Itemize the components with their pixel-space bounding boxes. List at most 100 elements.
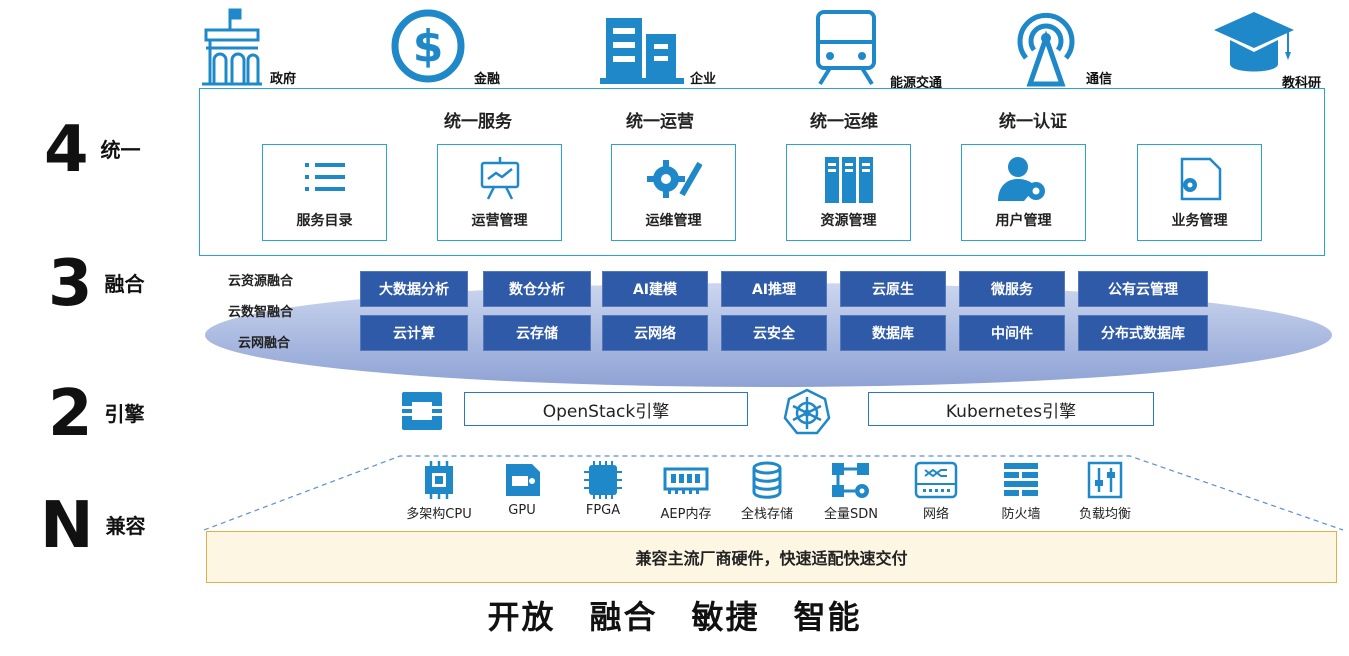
fusion-tile[interactable]: 中间件 bbox=[959, 315, 1065, 351]
fusion-tile[interactable]: 云存储 bbox=[483, 315, 591, 351]
gpu-card-icon bbox=[506, 464, 540, 496]
fusion-tile[interactable]: 云计算 bbox=[360, 315, 468, 351]
level-text: 统一 bbox=[100, 138, 141, 162]
hardware-firewall: 防火墙 bbox=[980, 460, 1062, 522]
unify-panel: 统一服务 统一运营 统一运维 统一认证 服务目录 运营管理 运维管 bbox=[199, 88, 1325, 256]
hardware-label: 多架构CPU bbox=[406, 507, 472, 522]
fusion-tile[interactable]: 公有云管理 bbox=[1078, 271, 1208, 307]
office-buildings-icon bbox=[600, 18, 684, 84]
hardware-label: 全量SDN bbox=[824, 507, 878, 522]
industry-label: 通信 bbox=[1086, 72, 1113, 87]
industry-education-research: 教科研 bbox=[1214, 6, 1321, 91]
train-icon bbox=[816, 10, 876, 86]
hardware-label: 全栈存储 bbox=[740, 507, 793, 522]
industry-enterprise: 企业 bbox=[600, 6, 716, 90]
load-balance-sliders-icon bbox=[1087, 461, 1123, 499]
hardware-gpu: GPU bbox=[481, 460, 563, 518]
fusion-label: 云网融合 bbox=[238, 336, 291, 351]
user-gear-icon bbox=[997, 157, 1045, 201]
list-icon bbox=[304, 163, 345, 191]
level-number: 3 bbox=[48, 247, 93, 321]
fusion-label: 云资源融合 bbox=[228, 274, 294, 289]
module-card-operations[interactable]: 运营管理 bbox=[437, 144, 562, 241]
module-card-resources[interactable]: 资源管理 bbox=[786, 144, 911, 241]
sdn-network-icon bbox=[832, 463, 869, 498]
hardware-storage: 全栈存储 bbox=[726, 460, 808, 522]
gear-wrench-icon bbox=[646, 160, 702, 198]
industry-label: 金融 bbox=[474, 72, 501, 87]
government-building-icon bbox=[202, 8, 262, 86]
level-number: 2 bbox=[48, 377, 93, 451]
hardware-fpga: FPGA bbox=[562, 460, 644, 518]
fpga-chip-icon bbox=[584, 461, 622, 499]
cpu-chip-icon bbox=[425, 461, 453, 499]
hardware-label: FPGA bbox=[585, 503, 621, 518]
fusion-tile[interactable]: 分布式数据库 bbox=[1078, 315, 1208, 351]
memory-module-icon bbox=[663, 467, 709, 494]
signal-tower-icon bbox=[1017, 12, 1075, 87]
graduation-cap-icon bbox=[1214, 12, 1294, 72]
fusion-tile[interactable]: 大数据分析 bbox=[360, 271, 468, 307]
industry-finance: $ 金融 bbox=[390, 6, 500, 90]
fusion-tile[interactable]: 云网络 bbox=[602, 315, 708, 351]
fusion-tile[interactable]: AI建模 bbox=[602, 271, 708, 307]
hardware-load-balancer: 负载均衡 bbox=[1064, 460, 1146, 522]
binders-icon bbox=[824, 157, 873, 203]
hardware-label: 网络 bbox=[922, 507, 949, 522]
slogan: 开放 融合 敏捷 智能 bbox=[487, 598, 862, 636]
unify-title: 统一运维 bbox=[810, 112, 878, 132]
level-text: 融合 bbox=[104, 272, 145, 296]
industry-telecom: 通信 bbox=[1008, 6, 1112, 90]
module-card-business[interactable]: 业务管理 bbox=[1137, 144, 1262, 241]
level-text: 兼容 bbox=[105, 514, 146, 538]
fusion-tile[interactable]: 数仓分析 bbox=[483, 271, 591, 307]
unify-title: 统一认证 bbox=[999, 112, 1067, 132]
module-label: 运维管理 bbox=[645, 213, 702, 229]
module-card-maintenance[interactable]: 运维管理 bbox=[611, 144, 736, 241]
svg-text:$: $ bbox=[413, 21, 444, 72]
industry-government: 政府 bbox=[200, 6, 296, 90]
unify-title: 统一服务 bbox=[444, 112, 512, 132]
level-number: 4 bbox=[44, 113, 89, 187]
firewall-icon bbox=[1004, 463, 1038, 496]
module-label: 用户管理 bbox=[995, 213, 1052, 229]
kubernetes-engine[interactable]: Kubernetes引擎 bbox=[868, 392, 1154, 426]
presentation-chart-icon bbox=[480, 157, 519, 200]
storage-database-icon bbox=[752, 461, 782, 499]
dollar-coin-icon: $ bbox=[391, 9, 465, 83]
module-label: 服务目录 bbox=[296, 213, 353, 229]
module-label: 资源管理 bbox=[820, 213, 877, 229]
industry-label: 教科研 bbox=[1282, 76, 1322, 91]
hardware-label: 防火墙 bbox=[1001, 507, 1041, 522]
module-card-users[interactable]: 用户管理 bbox=[961, 144, 1086, 241]
industry-label: 能源交通 bbox=[890, 76, 943, 91]
hardware-label: GPU bbox=[508, 503, 536, 518]
fusion-label: 云数智融合 bbox=[228, 305, 294, 320]
hardware-network: 网络 bbox=[895, 460, 977, 522]
fusion-tile[interactable]: 数据库 bbox=[840, 315, 946, 351]
fusion-tile[interactable]: 云安全 bbox=[721, 315, 827, 351]
level-number: N bbox=[40, 489, 94, 563]
kubernetes-icon bbox=[783, 388, 831, 435]
openstack-icon bbox=[402, 392, 442, 430]
industry-label: 企业 bbox=[690, 72, 717, 87]
unify-title: 统一运营 bbox=[626, 112, 694, 132]
level-text: 引擎 bbox=[104, 402, 145, 426]
fusion-tile[interactable]: AI推理 bbox=[721, 271, 827, 307]
hardware-label: AEP内存 bbox=[660, 507, 712, 522]
network-switch-icon bbox=[914, 461, 958, 499]
openstack-engine[interactable]: OpenStack引擎 bbox=[464, 392, 748, 426]
industry-label: 政府 bbox=[270, 72, 297, 87]
module-label: 运营管理 bbox=[471, 213, 528, 229]
module-card-service-catalog[interactable]: 服务目录 bbox=[262, 144, 387, 241]
hardware-memory: AEP内存 bbox=[645, 460, 727, 522]
fusion-tile[interactable]: 微服务 bbox=[959, 271, 1065, 307]
document-gear-icon bbox=[1180, 157, 1221, 201]
industry-energy-transport: 能源交通 bbox=[812, 6, 942, 91]
hardware-label: 负载均衡 bbox=[1078, 507, 1131, 522]
fusion-tile[interactable]: 云原生 bbox=[840, 271, 946, 307]
